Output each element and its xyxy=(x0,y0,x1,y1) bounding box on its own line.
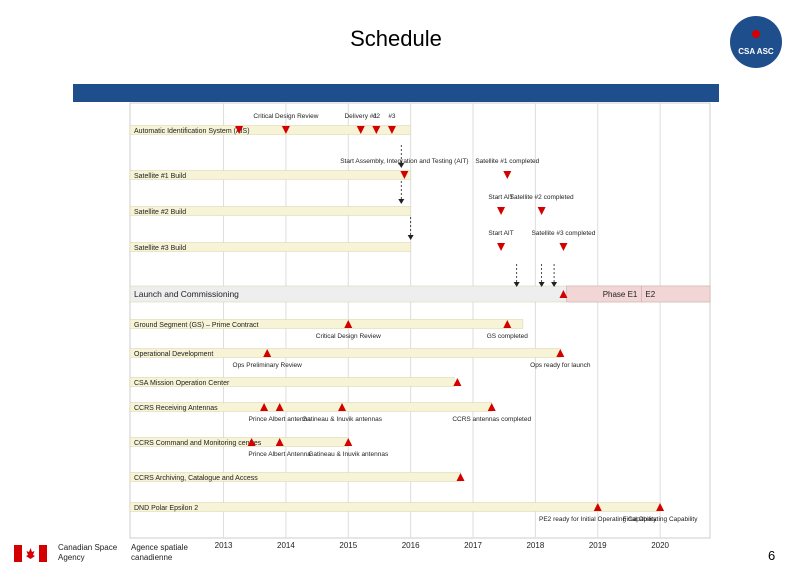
row-label: CSA Mission Operation Center xyxy=(134,380,230,387)
row-label: CCRS Receiving Antennas xyxy=(134,405,218,412)
row-label: CCRS Archiving, Catalogue and Access xyxy=(134,475,258,482)
milestone-triangle xyxy=(497,243,506,251)
milestone-triangle xyxy=(537,207,546,215)
canada-flag-icon xyxy=(14,545,47,562)
logo-text: CSA ASC xyxy=(738,47,774,56)
milestone-triangle xyxy=(344,320,353,328)
milestone-triangle xyxy=(503,320,512,328)
milestone-label: Ops ready for launch xyxy=(530,362,591,369)
milestone-label: Critical Design Review xyxy=(316,333,381,340)
milestone-triangle xyxy=(559,290,568,298)
milestone-arrow xyxy=(407,235,414,240)
gantt-bar xyxy=(129,319,524,329)
year-tick-label: 2019 xyxy=(589,541,607,550)
milestone-label: Prince Albert antenna xyxy=(249,416,312,423)
milestone-label: Satellite #2 completed xyxy=(510,194,574,201)
gantt-bar xyxy=(129,502,661,512)
row-label: Operational Development xyxy=(134,351,213,358)
row-label: Satellite #2 Build xyxy=(134,209,186,216)
milestone-label: Prince Albert Antenna xyxy=(248,451,311,458)
row-label: Ground Segment (GS) – Prime Contract xyxy=(134,322,259,329)
milestone-triangle xyxy=(235,126,244,134)
header-band xyxy=(73,84,719,102)
milestone-triangle xyxy=(400,171,409,179)
milestone-label: Start AIT xyxy=(488,230,513,237)
milestone-label: Critical Design Review xyxy=(253,113,318,120)
milestone-label: Gatineau & Inuvik antennas xyxy=(302,416,383,423)
gantt-bar xyxy=(129,125,411,135)
milestone-triangle xyxy=(247,438,256,446)
milestone-triangle xyxy=(656,503,665,511)
milestone-triangle xyxy=(338,403,347,411)
milestone-triangle xyxy=(487,403,496,411)
year-tick-label: 2020 xyxy=(651,541,669,550)
year-tick-label: 2015 xyxy=(339,541,357,550)
phase-bar xyxy=(641,285,711,303)
milestone-triangle xyxy=(281,126,290,134)
agency-name-en: Canadian Space Agency xyxy=(58,543,118,562)
milestone-triangle xyxy=(503,171,512,179)
row-label: DND Polar Epsilon 2 xyxy=(134,505,198,512)
year-tick-label: 2014 xyxy=(277,541,295,550)
row-label: Satellite #3 Build xyxy=(134,245,186,252)
milestone-label: Satellite #3 completed xyxy=(531,230,595,237)
milestone-triangle xyxy=(275,438,284,446)
milestone-triangle xyxy=(559,243,568,251)
milestone-triangle xyxy=(453,378,462,386)
phase-label: Phase E1 xyxy=(603,290,638,299)
milestone-label: #3 xyxy=(388,113,396,120)
milestone-triangle xyxy=(497,207,506,215)
milestone-label: Satellite #1 completed xyxy=(475,158,539,165)
milestone-label: CCRS antennas completed xyxy=(452,416,531,423)
gantt-bar xyxy=(129,206,411,216)
milestone-arrow xyxy=(398,199,405,204)
milestone-arrow xyxy=(538,282,545,287)
milestone-label: Delivery #1 xyxy=(344,113,377,120)
maple-star-icon xyxy=(752,30,760,38)
year-tick-label: 2013 xyxy=(215,541,233,550)
agency-name-fr: Agence spatiale canadienne xyxy=(131,543,188,562)
milestone-triangle xyxy=(344,438,353,446)
milestone-triangle xyxy=(263,349,272,357)
milestone-triangle xyxy=(372,126,381,134)
milestone-label: #2 xyxy=(373,113,381,120)
milestone-label: Start Assembly, Integration and Testing … xyxy=(340,158,468,165)
milestone-arrow xyxy=(398,163,405,168)
phase-label: E2 xyxy=(645,290,655,299)
row-label: Launch and Commissioning xyxy=(134,289,239,299)
milestone-label: Gatineau & Inuvik antennas xyxy=(308,451,389,458)
milestone-arrow xyxy=(513,282,520,287)
milestone-label: Final Operating Capability xyxy=(623,516,699,523)
gantt-bar xyxy=(129,377,455,387)
page-number: 6 xyxy=(768,548,776,563)
year-tick-label: 2018 xyxy=(526,541,544,550)
milestone-label: GS completed xyxy=(487,333,529,340)
milestone-label: PE2 ready for Initial Operating Capabili… xyxy=(539,516,657,523)
milestone-triangle xyxy=(387,126,396,134)
milestone-triangle xyxy=(456,473,465,481)
row-label: CCRS Command and Monitoring centres xyxy=(134,440,262,447)
milestone-triangle xyxy=(275,403,284,411)
gantt-bar xyxy=(129,242,411,252)
csa-logo: CSA ASC xyxy=(730,16,782,68)
row-label: Automatic Identification System (AIS) xyxy=(134,128,250,135)
year-tick-label: 2017 xyxy=(464,541,482,550)
row-label: Satellite #1 Build xyxy=(134,173,186,180)
milestone-label: Start AIT xyxy=(488,194,513,201)
milestone-triangle xyxy=(356,126,365,134)
gantt-bar xyxy=(129,170,411,180)
milestone-triangle xyxy=(593,503,602,511)
milestone-triangle xyxy=(260,403,269,411)
slide-title: Schedule xyxy=(350,26,442,51)
milestone-label: Ops Preliminary Review xyxy=(233,362,303,369)
year-tick-label: 2016 xyxy=(402,541,420,550)
milestone-triangle xyxy=(556,349,565,357)
milestone-arrow xyxy=(551,282,558,287)
